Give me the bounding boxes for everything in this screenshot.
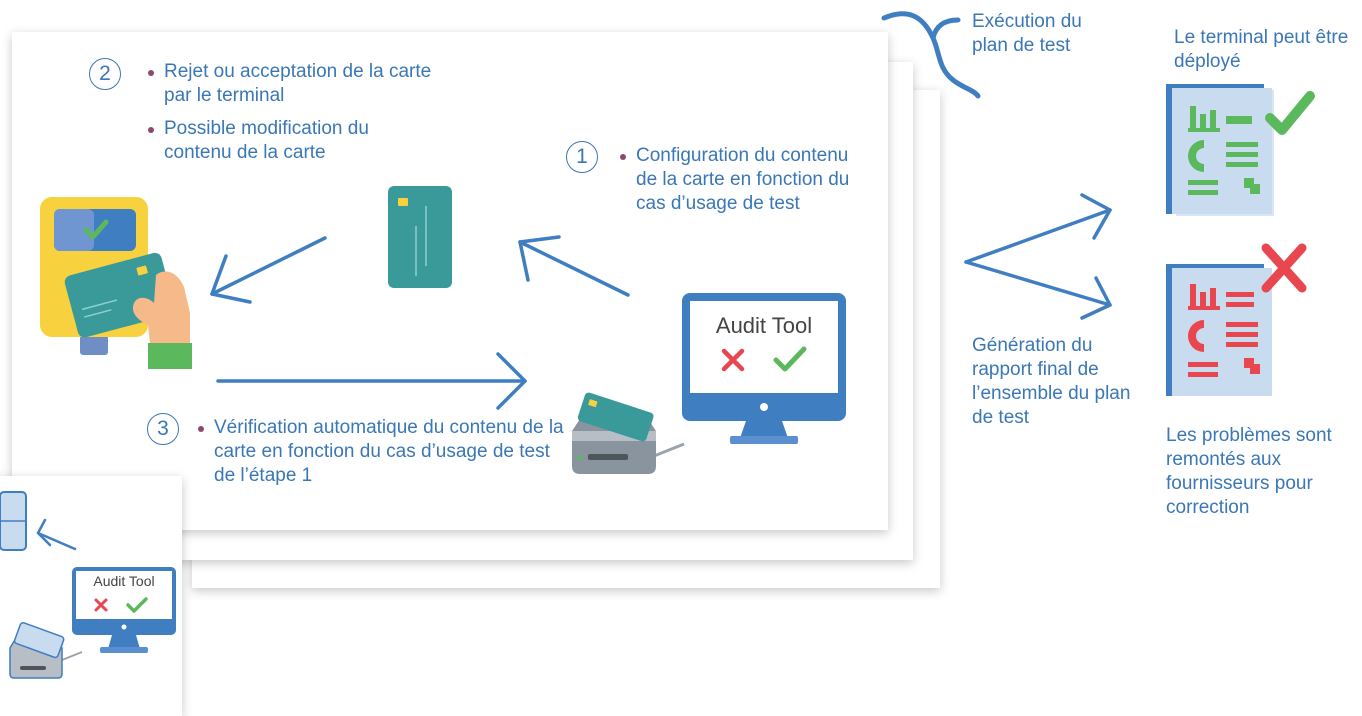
failure-report-icon (1166, 243, 1307, 396)
audit-tool-monitor-icon (682, 293, 846, 444)
thumbnail-card-icon (0, 491, 27, 551)
failure-label: Les problèmes sont remontés aux fourniss… (1166, 425, 1332, 518)
thumbnail-audit-tool-label: Audit Tool (93, 573, 155, 589)
execution-label: Exécution du plan de test (972, 11, 1082, 56)
success-label: Le terminal peut être déployé (1174, 27, 1349, 72)
step-1-bullet-1: Configuration du contenu de la carte en … (618, 144, 858, 216)
step-1-number: 1 (566, 141, 598, 173)
step-2-bullet-1: Rejet ou acceptation de la carte par le … (146, 60, 436, 108)
step-2-number: 2 (89, 58, 121, 90)
step-3-number: 3 (147, 413, 179, 445)
step-3-bullet-1: Vérification automatique du contenu de l… (196, 416, 566, 488)
arrow-to-terminal (210, 193, 1112, 410)
card-reader-icon (572, 392, 685, 474)
curly-brace-icon (881, 11, 981, 99)
smart-card-icon (388, 186, 452, 288)
thumbnail-monitor-icon (72, 567, 176, 653)
thumbnail-reader-icon (9, 621, 83, 679)
step-2-bullets: Rejet ou acceptation de la carte par le … (146, 60, 436, 174)
payment-terminal-icon (40, 197, 192, 369)
step-1-bullets: Configuration du contenu de la carte en … (618, 144, 858, 225)
success-report-icon (1166, 84, 1315, 216)
report-generation-label: Génération du rapport final de l’ensembl… (972, 335, 1131, 428)
step-2-bullet-2: Possible modification du contenu de la c… (146, 117, 436, 165)
step-3-bullets: Vérification automatique du contenu de l… (196, 416, 566, 497)
thumbnail-arrow (36, 518, 77, 551)
audit-tool-label: Audit Tool (715, 313, 813, 338)
